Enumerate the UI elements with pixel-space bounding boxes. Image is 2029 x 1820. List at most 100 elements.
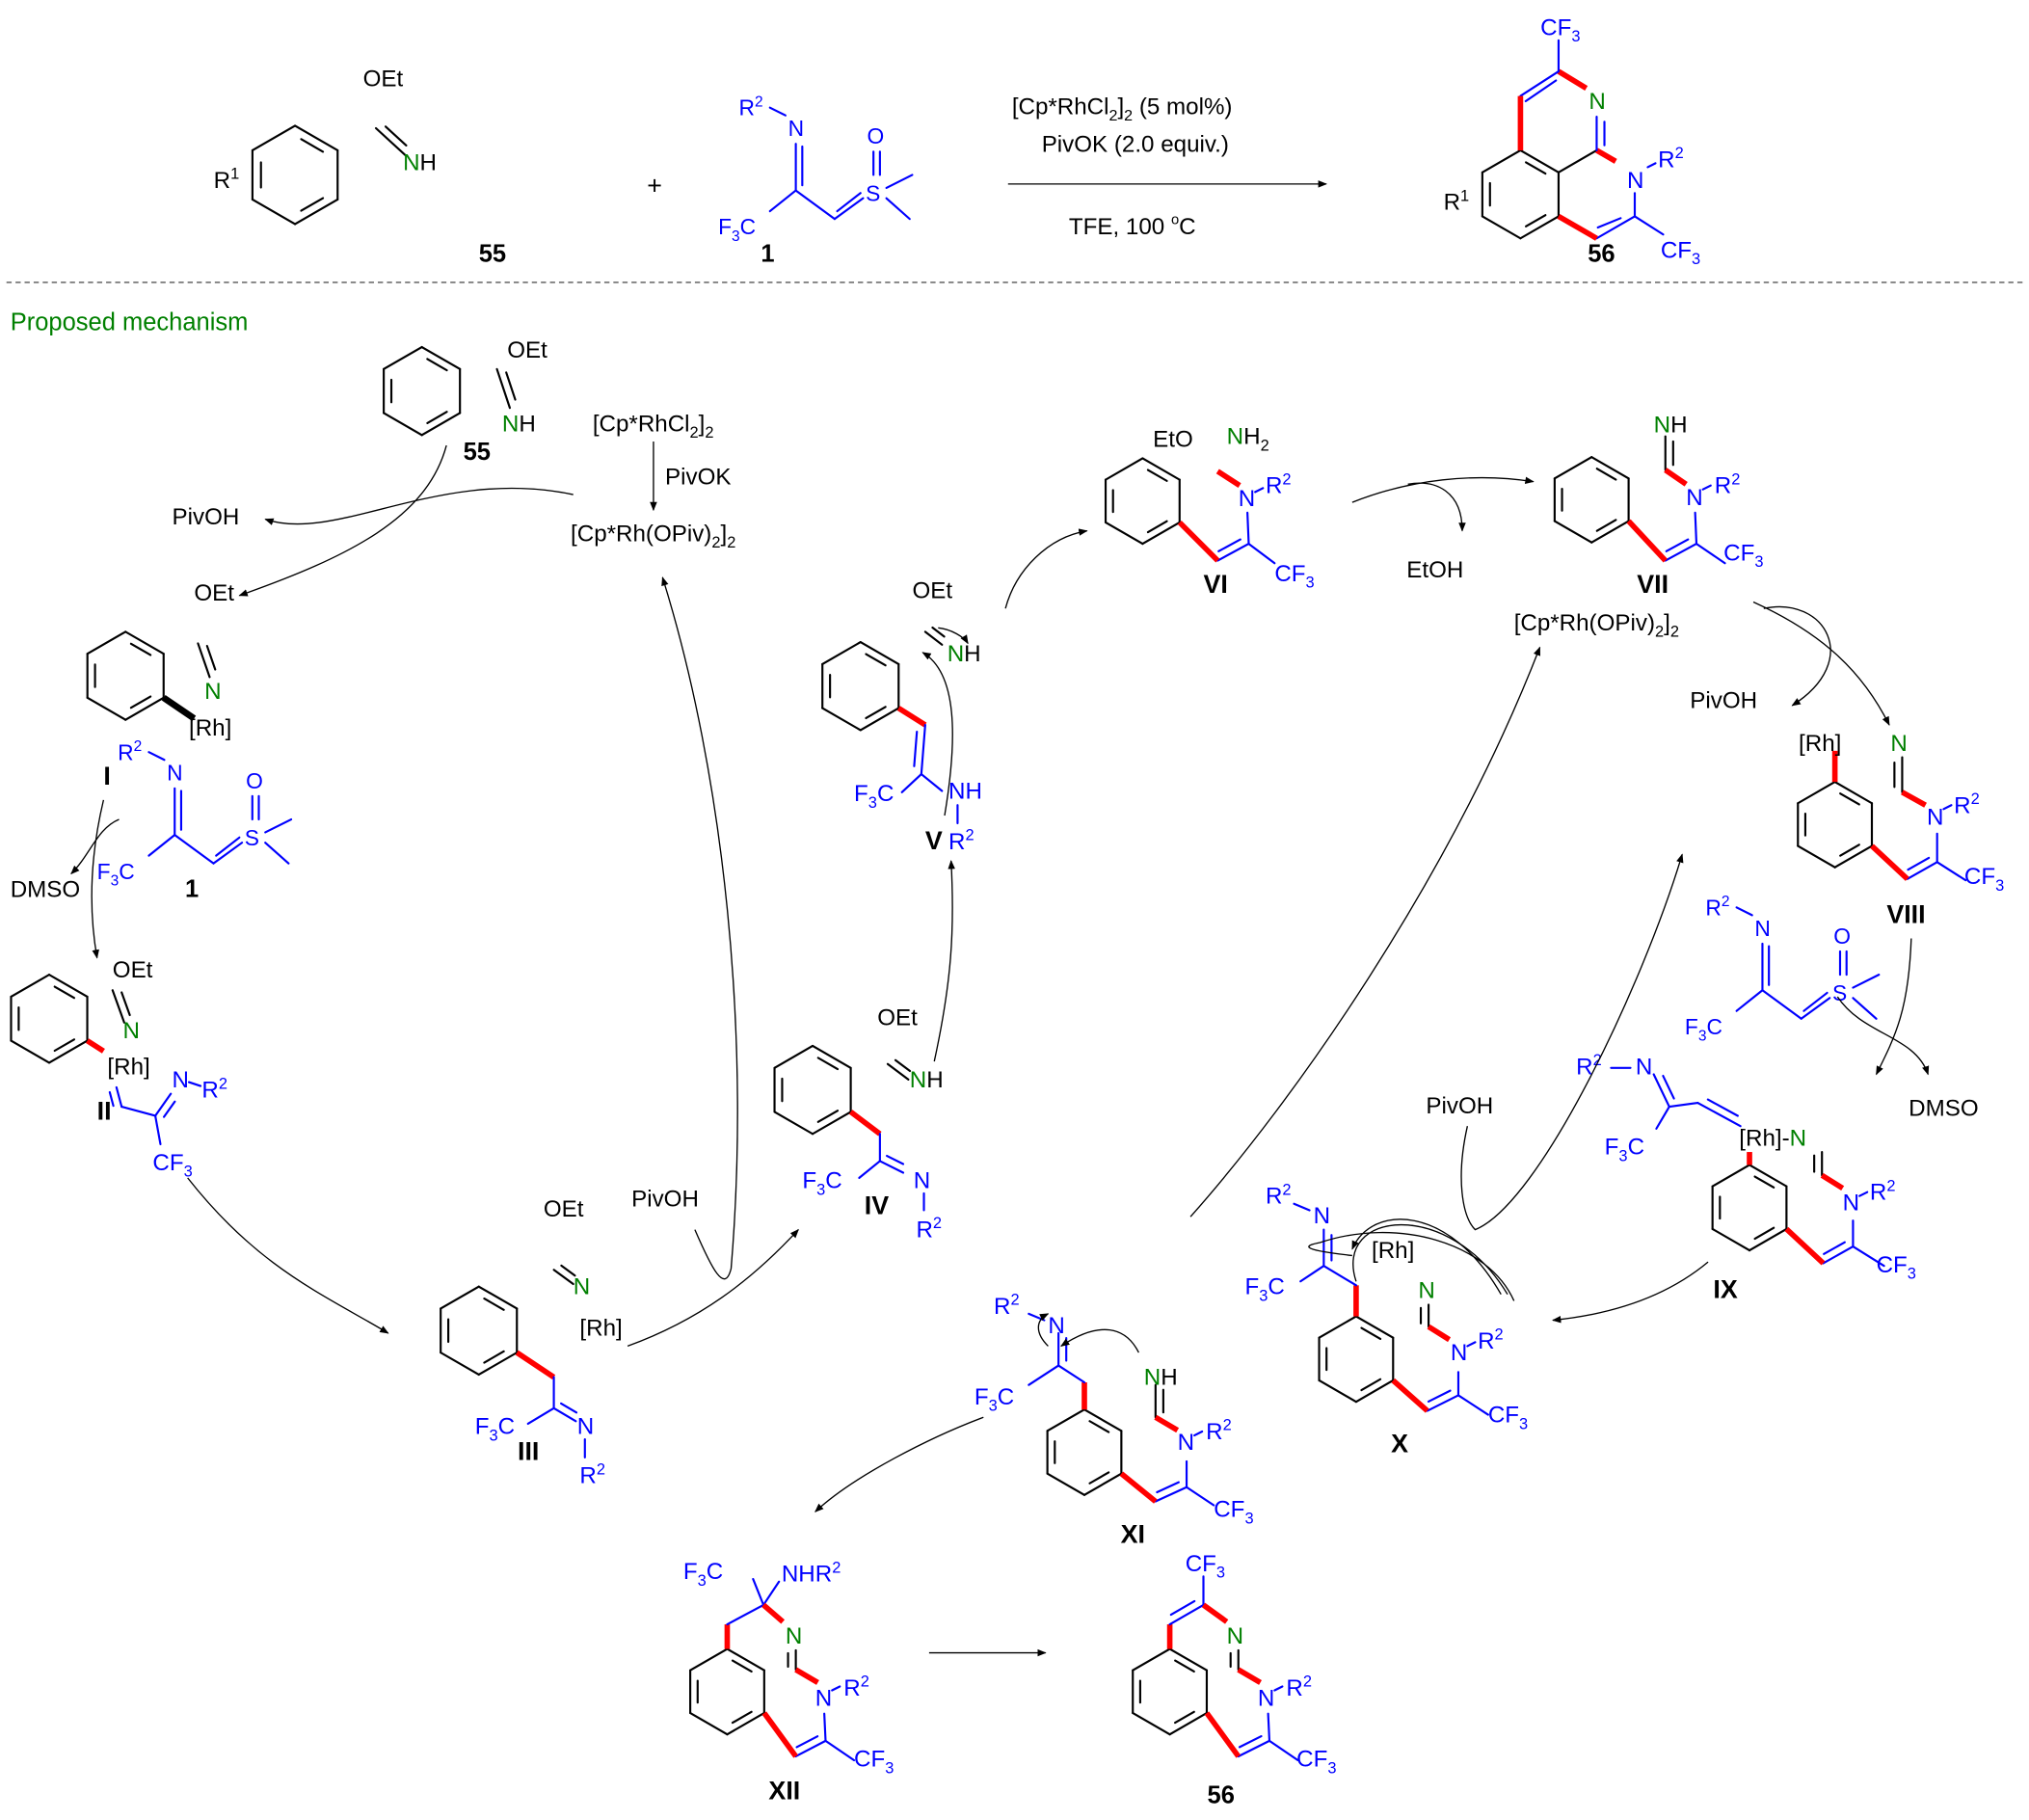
bond [900, 772, 922, 793]
n-label: N [914, 1168, 930, 1194]
oet-label: OEt [113, 957, 153, 983]
rh-n-label: [Rh]-N [1739, 1125, 1806, 1151]
bond [198, 608, 201, 643]
bond [1524, 79, 1558, 103]
new-bond [1237, 1667, 1262, 1685]
bond [858, 1160, 881, 1179]
new-bond [1177, 520, 1220, 563]
cf3-label: CF3 [1488, 1403, 1528, 1433]
double-bond [1652, 1073, 1670, 1109]
bond [1800, 997, 1831, 1020]
rh-label: [Rh] [1799, 731, 1841, 757]
ring-bond [47, 1039, 89, 1064]
s-label: S [1832, 980, 1847, 1005]
new-bond [1154, 1414, 1180, 1433]
bond [768, 189, 797, 213]
bond [764, 1670, 796, 1671]
double-bond [111, 989, 125, 1024]
rh-label: [Rh] [579, 1316, 622, 1342]
arrow-to-etoh [1407, 482, 1466, 532]
ring-bond [773, 1111, 814, 1136]
solvent-temp-text: TFE, 100 oC [1069, 212, 1196, 240]
cf3-label: F3C [974, 1384, 1014, 1415]
r2-label: R2 [1576, 1052, 1602, 1080]
ring-bond [1082, 1472, 1123, 1496]
ring-inner-bond [1088, 1471, 1110, 1485]
bond [88, 990, 113, 997]
oet-label: OEt [363, 67, 404, 93]
rh-label: [Rh] [189, 715, 231, 741]
ring-bond [726, 1711, 765, 1736]
arrow-catalyst-return [1189, 646, 1541, 1218]
ring-bond [1132, 1647, 1171, 1672]
r2-label: R2 [948, 827, 974, 855]
n-label: N [1178, 1430, 1194, 1456]
bond [147, 751, 166, 762]
ring-inner-bond [1525, 214, 1547, 228]
nh-label: NH [1144, 1365, 1178, 1391]
reaction-conditions: [Cp*RhCl2]2 (5 mol%) PivOK (2.0 equiv.) … [1007, 94, 1327, 240]
n-label: N [1686, 485, 1702, 511]
pivoh-byproduct: PivOH [173, 504, 240, 530]
ring-bond [1168, 1711, 1209, 1736]
new-bond [848, 1110, 882, 1137]
ring-inner-bond [129, 695, 152, 709]
double-bond [1822, 1245, 1855, 1265]
electron-push-arrow [921, 652, 953, 816]
n-label: N [1627, 168, 1643, 194]
new-bond [1119, 1471, 1158, 1504]
double-bond-inner [1706, 1098, 1739, 1117]
ring-bond [477, 1352, 519, 1377]
bond [1852, 1245, 1885, 1268]
n-label: N [1927, 804, 1943, 830]
bond [1180, 471, 1217, 480]
arrow-I-to-II [91, 799, 105, 959]
double-bond-inner [1823, 1241, 1846, 1255]
mechanism-1-label: 1 [185, 876, 199, 903]
double-bond-inner [505, 371, 517, 401]
bond [1201, 446, 1217, 471]
r2-label: R2 [1954, 790, 1980, 818]
double-bond-inner [120, 991, 131, 1017]
oet-label: OEt [544, 1196, 584, 1222]
ring-bond [1797, 781, 1836, 805]
bond [1695, 543, 1726, 565]
ring-inner-bond [300, 197, 325, 212]
bond [554, 1359, 580, 1378]
ring-inner-bond [1146, 520, 1168, 534]
ring-bond [821, 707, 862, 732]
bond [120, 1105, 157, 1117]
bond [526, 1406, 555, 1426]
ring-inner-bond [426, 358, 448, 372]
r2-label: R2 [1206, 1417, 1232, 1445]
bond [1557, 148, 1598, 174]
double-bond [923, 630, 944, 646]
ring-bond [1481, 215, 1522, 240]
n-label: N [574, 1274, 590, 1300]
bond [1942, 804, 1953, 811]
ring-inner-bond [1839, 843, 1860, 857]
bond [1267, 1712, 1271, 1742]
nh2-label: NH2 [1227, 424, 1269, 455]
cf3-label: F3C [683, 1559, 723, 1590]
oet-label: OEt [877, 1004, 918, 1030]
double-bond [1216, 543, 1250, 562]
arrow-V-to-VI [1004, 528, 1088, 609]
ring-inner-bond [1146, 468, 1168, 482]
bond [1299, 1265, 1325, 1283]
bond [794, 189, 836, 221]
bond [264, 842, 290, 865]
ring-inner-bond [816, 1057, 840, 1071]
bond [1735, 989, 1764, 1012]
ring-bond [1046, 1408, 1086, 1432]
ring-bond [859, 641, 900, 666]
r2-label: R2 [201, 1075, 227, 1103]
new-bond [1595, 147, 1617, 164]
arrow-IV-to-V [933, 860, 955, 1062]
bond [1456, 1394, 1489, 1416]
